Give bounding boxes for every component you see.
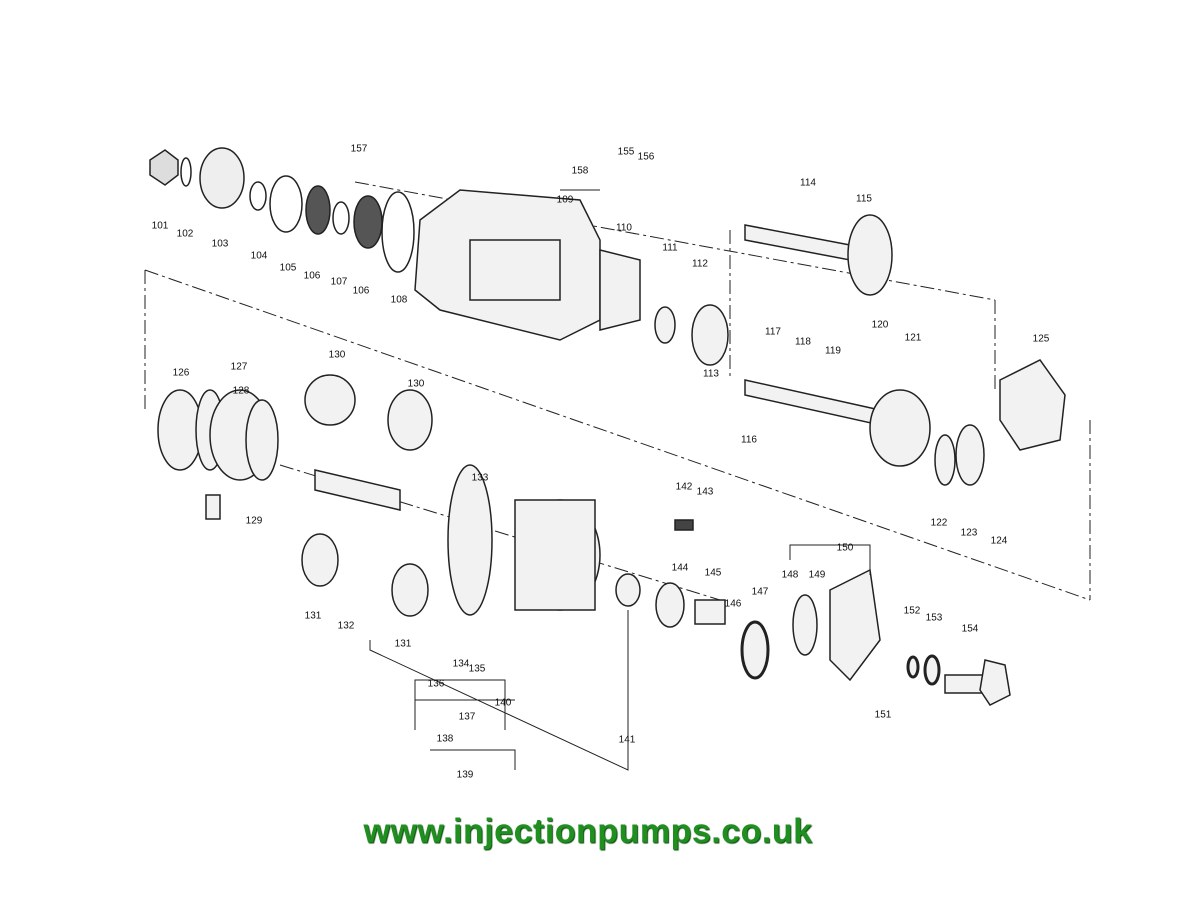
- part-label: 135: [468, 663, 486, 675]
- part-label: 138: [436, 733, 454, 745]
- part-label: 111: [662, 242, 678, 254]
- part-label: 119: [825, 345, 841, 357]
- part-label: 158: [571, 165, 589, 177]
- part-label: 121: [904, 332, 922, 344]
- drive-shaft-parts: [654, 214, 1066, 486]
- part-label: 155: [617, 146, 635, 158]
- part-label: 125: [1032, 333, 1050, 345]
- part-label: 143: [696, 486, 714, 498]
- part-label: 123: [960, 527, 978, 539]
- part-label: 140: [494, 697, 512, 709]
- part-label: 109: [556, 194, 574, 206]
- part-label: 139: [456, 769, 474, 781]
- part-label: 106: [303, 270, 321, 282]
- part-label: 102: [176, 228, 194, 240]
- part-label: 130: [328, 349, 346, 361]
- part-label: 146: [724, 598, 742, 610]
- part-label: 137: [458, 711, 476, 723]
- part-label: 130: [407, 378, 425, 390]
- part-label: 131: [304, 610, 322, 622]
- part-label: 129: [245, 515, 263, 527]
- part-label: 124: [990, 535, 1008, 547]
- part-label: 114: [800, 177, 816, 189]
- assembly-axis-lines: [144, 181, 1091, 601]
- part-label: 148: [781, 569, 799, 581]
- part-label: 122: [930, 517, 948, 529]
- part-label: 128: [232, 385, 250, 397]
- part-label: 144: [671, 562, 689, 574]
- part-label: 157: [350, 143, 368, 155]
- part-label: 133: [471, 472, 489, 484]
- part-label: 105: [279, 262, 297, 274]
- part-label: 101: [151, 220, 169, 232]
- part-label: 149: [808, 569, 826, 581]
- part-label: 153: [925, 612, 943, 624]
- part-label: 150: [836, 542, 854, 554]
- part-label: 156: [637, 151, 655, 163]
- part-label: 108: [390, 294, 408, 306]
- front-seal-parts: [149, 147, 415, 273]
- part-label: 113: [703, 368, 719, 380]
- part-label: 120: [871, 319, 889, 331]
- part-label: 145: [704, 567, 722, 579]
- part-label: 147: [751, 586, 769, 598]
- part-label: 126: [172, 367, 190, 379]
- part-label: 131: [394, 638, 412, 650]
- grouping-brackets: [369, 189, 871, 771]
- part-label: 132: [337, 620, 355, 632]
- part-label: 104: [250, 250, 268, 262]
- part-label: 117: [765, 326, 781, 338]
- part-label: 106: [352, 285, 370, 297]
- rear-parts: [157, 374, 1011, 706]
- part-label: 127: [230, 361, 248, 373]
- part-label: 103: [211, 238, 229, 250]
- part-label: 110: [616, 222, 632, 234]
- website-url: www.injectionpumps.co.uk: [363, 812, 813, 851]
- part-label: 154: [961, 623, 979, 635]
- part-label: 118: [795, 336, 811, 348]
- part-label: 112: [692, 258, 708, 270]
- part-label: 142: [675, 481, 693, 493]
- part-label: 136: [427, 678, 445, 690]
- part-label: 151: [874, 709, 892, 721]
- part-label: 115: [856, 193, 872, 205]
- part-label: 152: [903, 605, 921, 617]
- part-label: 141: [618, 734, 636, 746]
- part-label: 116: [741, 434, 757, 446]
- part-label: 107: [330, 276, 348, 288]
- part-label: 134: [452, 658, 470, 670]
- pump-housing: [414, 189, 641, 341]
